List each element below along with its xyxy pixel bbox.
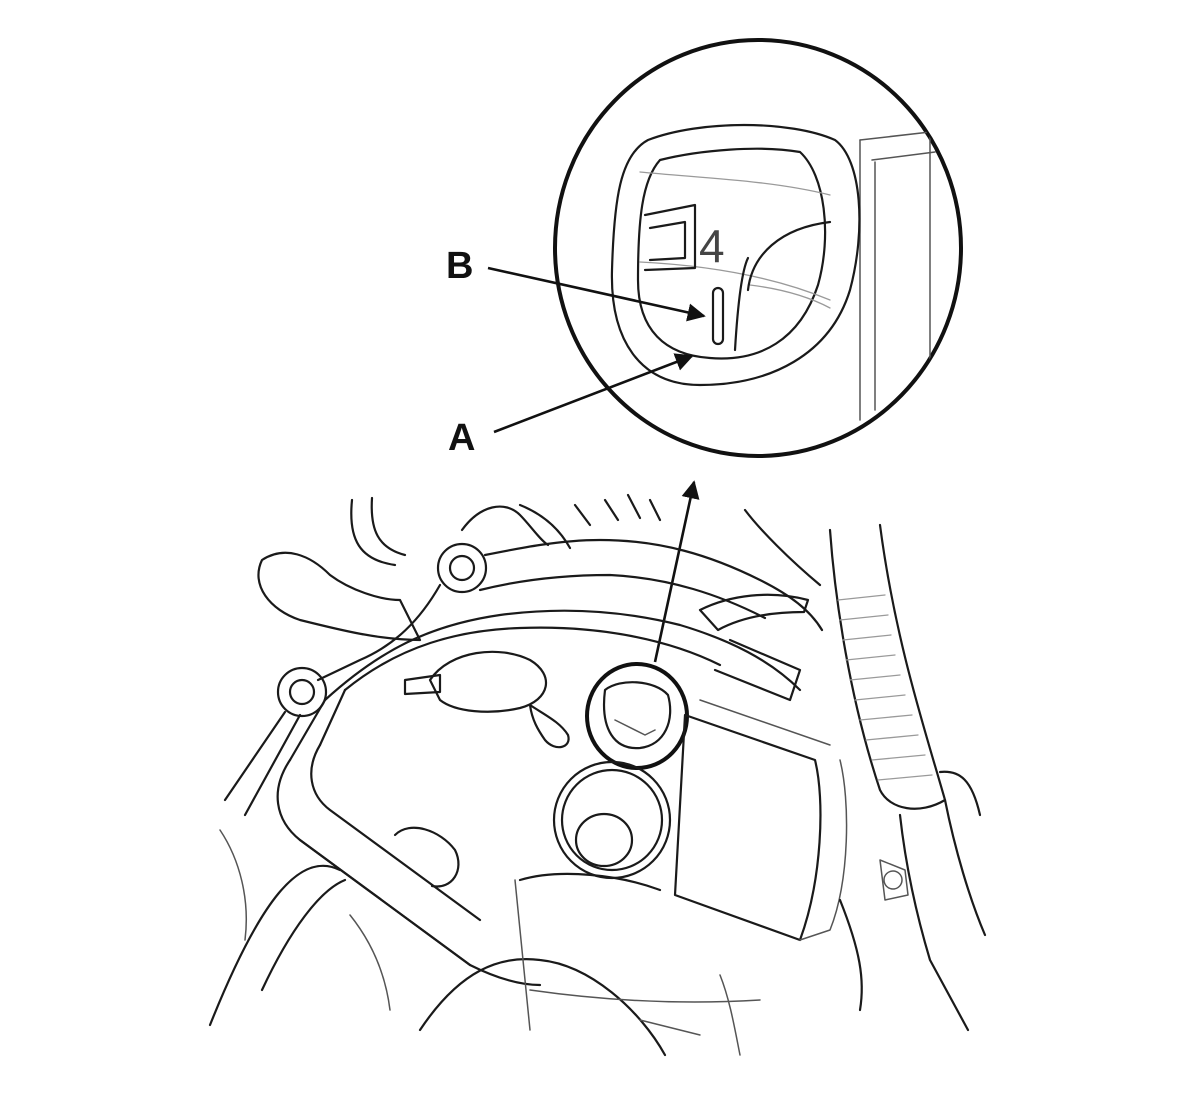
timing-mark-number: 4 xyxy=(699,220,725,272)
magnifier-outline xyxy=(553,38,963,458)
leader-a xyxy=(493,353,694,434)
hose xyxy=(828,523,947,810)
leader-b xyxy=(487,266,706,322)
cover-frame-outer xyxy=(323,609,802,702)
bolt-lower xyxy=(276,666,328,718)
inspection-window-inner xyxy=(636,147,827,360)
callouts: B A xyxy=(446,245,706,663)
grommet xyxy=(552,760,672,880)
engine-assembly xyxy=(208,493,987,1057)
label-a: A xyxy=(448,417,475,459)
zoom-arrow xyxy=(653,480,700,663)
oval-plug xyxy=(428,650,548,713)
inspection-window-small-callout xyxy=(585,662,689,770)
timing-pointer xyxy=(711,286,725,346)
label-b: B xyxy=(446,245,473,287)
bolt-upper xyxy=(436,542,488,594)
magnified-detail: 4 xyxy=(553,38,963,458)
inspection-window-outer xyxy=(610,123,861,387)
side-panel xyxy=(673,713,822,942)
